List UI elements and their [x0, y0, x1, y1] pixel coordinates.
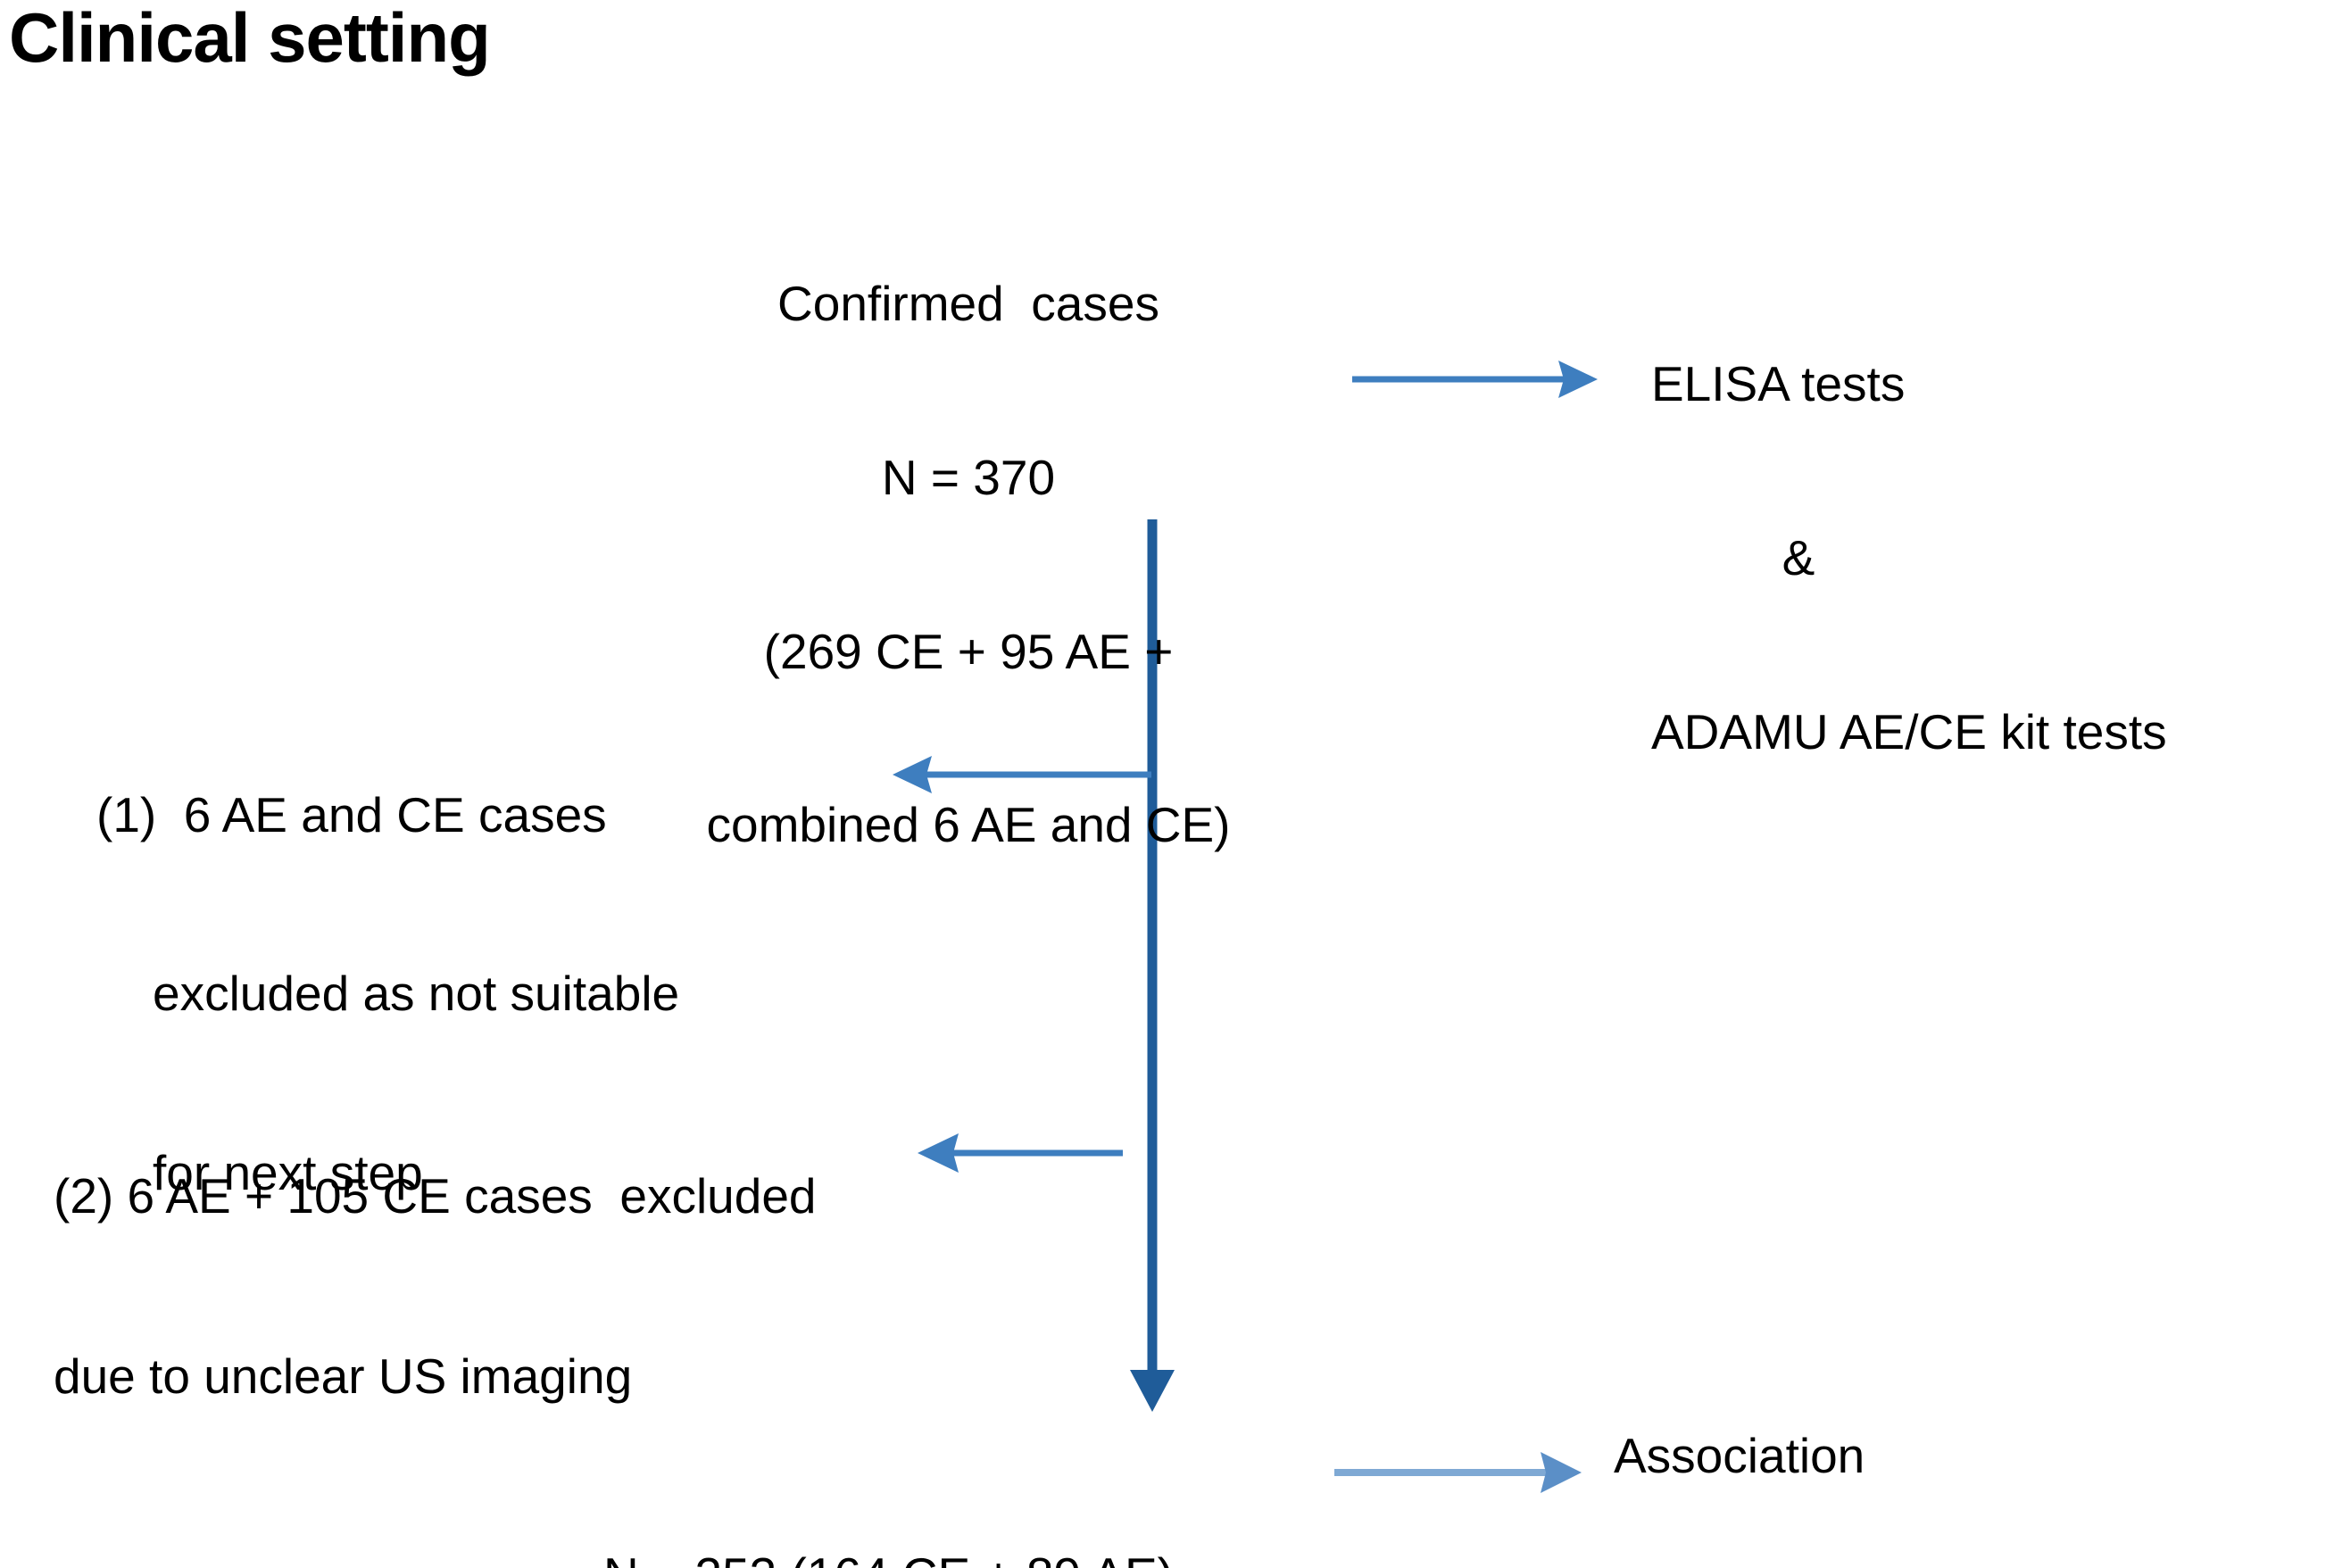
confirmed-cases-line-3: (269 CE + 95 AE +: [763, 623, 1174, 679]
page-title: Clinical setting: [9, 0, 491, 77]
exclusion-two-line-2: due to unclear US imaging: [54, 1348, 633, 1405]
confirmed-cases-line-1: Confirmed cases: [777, 276, 1159, 332]
serology-tests-line-3: ADAMU AE/CE kit tests: [1651, 703, 2167, 759]
exclusion-one-line-2: excluded as not suitable: [153, 966, 680, 1022]
arrow-to-association-analysis: [1334, 1452, 1582, 1493]
confirmed-cases-node: Confirmed cases N = 370 (269 CE + 95 AE …: [482, 162, 1455, 967]
serology-tests-line-2: &: [1782, 529, 1815, 585]
final-cohort-node: N = 253 (164 CE + 89 AE): [603, 1439, 1174, 1568]
association-analysis-node: Association between US classification an…: [1614, 1314, 2334, 1568]
association-analysis-line-1: Association: [1614, 1428, 1865, 1484]
exclusion-one-line-3: for next step: [153, 1144, 423, 1200]
exclusion-two-line-1: (2) 6 AE + 105 CE cases excluded: [54, 1168, 817, 1224]
exclusion-one-node: (1) 6 AE and CE cases excluded as not su…: [96, 671, 900, 1317]
serology-tests-line-1: ELISA tests: [1651, 356, 1906, 412]
serology-tests-node: ELISA tests & ADAMU AE/CE kit tests: [1651, 243, 2334, 874]
final-cohort-line-1: N = 253 (164 CE + 89 AE): [603, 1548, 1174, 1568]
confirmed-cases-line-4: combined 6 AE and CE): [706, 797, 1231, 853]
exclusion-two-node: (2) 6 AE + 105 CE cases excluded due to …: [54, 1051, 946, 1522]
confirmed-cases-line-2: N = 370: [881, 449, 1056, 505]
arrow-to-exclusion-two: [918, 1133, 1123, 1173]
exclusion-one-line-1: (1) 6 AE and CE cases: [96, 787, 607, 843]
